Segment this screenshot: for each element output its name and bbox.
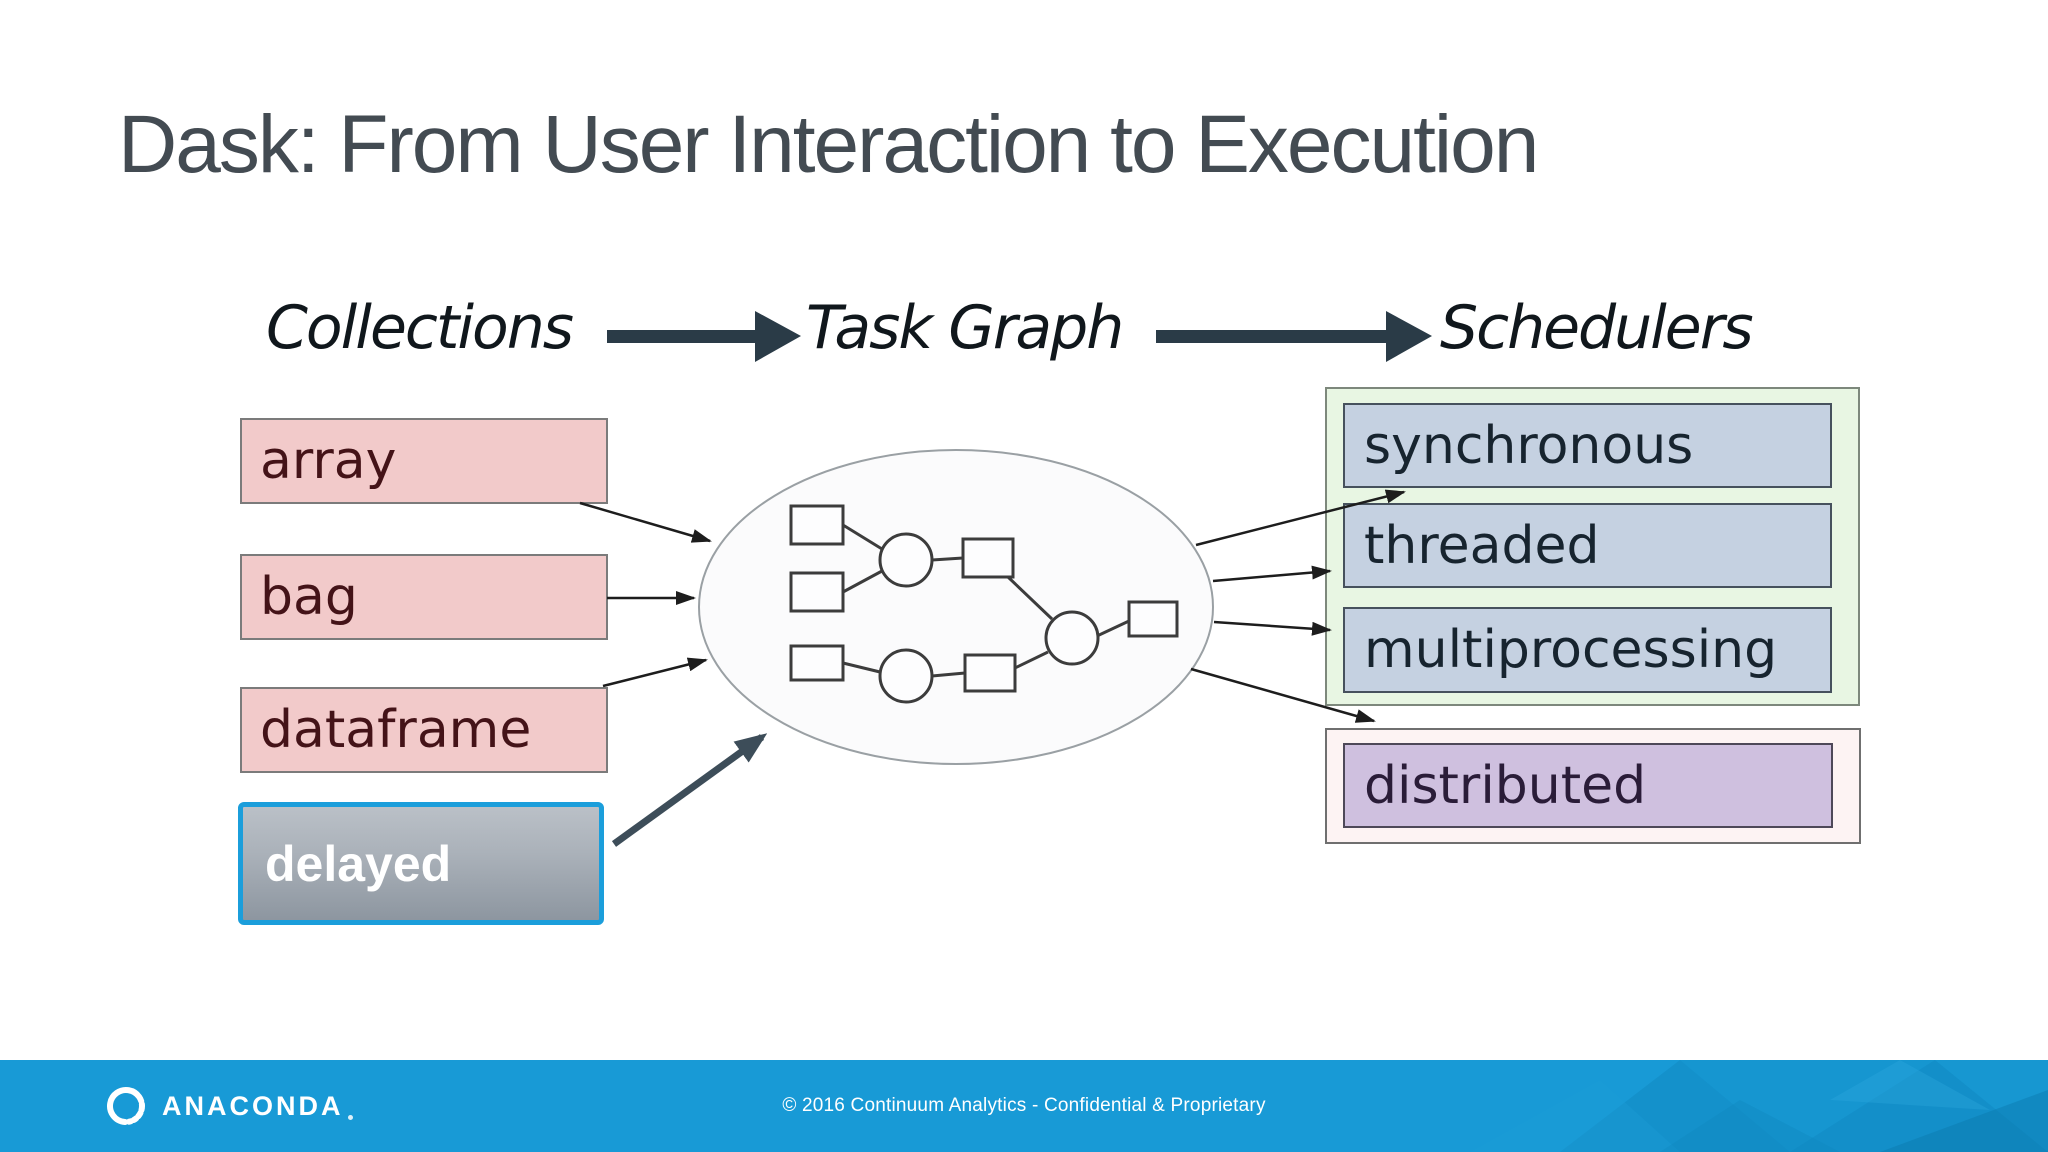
collection-box-bag-label: bag xyxy=(260,567,358,627)
page-title: Dask: From User Interaction to Execution xyxy=(118,99,1539,190)
anaconda-ring-icon xyxy=(106,1087,145,1125)
task-graph-ellipse xyxy=(698,449,1214,765)
task-graph-edges xyxy=(842,523,1130,678)
scheduler-box-threaded: threaded xyxy=(1343,503,1832,588)
scheduler-box-threaded-label: threaded xyxy=(1364,515,1600,576)
scheduler-box-multiprocessing-label: multiprocessing xyxy=(1364,620,1778,680)
collection-box-array: array xyxy=(240,418,608,504)
task-node-circle xyxy=(1044,610,1100,666)
scheduler-box-synchronous: synchronous xyxy=(1343,403,1832,488)
flow-arrow-taskgraph-to-schedulers xyxy=(1156,311,1432,362)
scheduler-box-multiprocessing: multiprocessing xyxy=(1343,607,1832,693)
collection-box-bag: bag xyxy=(240,554,608,640)
flow-step-collections: Collections xyxy=(266,293,574,363)
scheduler-box-distributed: distributed xyxy=(1343,743,1833,828)
flow-step-schedulers: Schedulers xyxy=(1440,293,1754,363)
flow-arrow-collections-to-taskgraph xyxy=(607,311,801,362)
arrow-dataframe-to-graph xyxy=(602,657,708,688)
arrow-graph-to-threaded xyxy=(1212,565,1332,583)
arrow-graph-to-multiprocessing xyxy=(1213,620,1332,636)
footer-copyright: © 2016 Continuum Analytics - Confidentia… xyxy=(782,1095,1266,1116)
footer-bar: ANACONDA © 2016 Continuum Analytics - Co… xyxy=(0,1060,2048,1152)
task-node-square xyxy=(963,653,1017,693)
task-node-circle xyxy=(878,532,934,588)
collection-box-dataframe-label: dataframe xyxy=(260,700,532,760)
task-node-square xyxy=(789,504,845,546)
task-node-square xyxy=(961,537,1015,579)
scheduler-box-distributed-label: distributed xyxy=(1364,755,1647,816)
task-node-square xyxy=(789,571,845,613)
arrow-array-to-graph xyxy=(579,501,712,543)
arrow-delayed-to-graph xyxy=(611,733,768,847)
flow-step-task-graph: Task Graph xyxy=(806,293,1124,363)
task-node-square xyxy=(789,644,845,682)
footer-polygon-pattern xyxy=(1470,1060,2048,1152)
anaconda-logo: ANACONDA xyxy=(104,1060,353,1152)
scheduler-box-synchronous-label: synchronous xyxy=(1364,415,1694,476)
anaconda-brand-text: ANACONDA xyxy=(162,1090,344,1121)
task-node-circle xyxy=(878,648,934,704)
collection-box-dataframe: dataframe xyxy=(240,687,608,773)
task-node-square xyxy=(1127,600,1179,638)
trademark-dot xyxy=(347,1115,353,1120)
collection-box-array-label: array xyxy=(260,431,397,491)
task-graph-nodes xyxy=(789,504,1179,704)
collection-box-delayed-label: delayed xyxy=(265,835,452,892)
collection-box-delayed: delayed xyxy=(238,802,604,925)
